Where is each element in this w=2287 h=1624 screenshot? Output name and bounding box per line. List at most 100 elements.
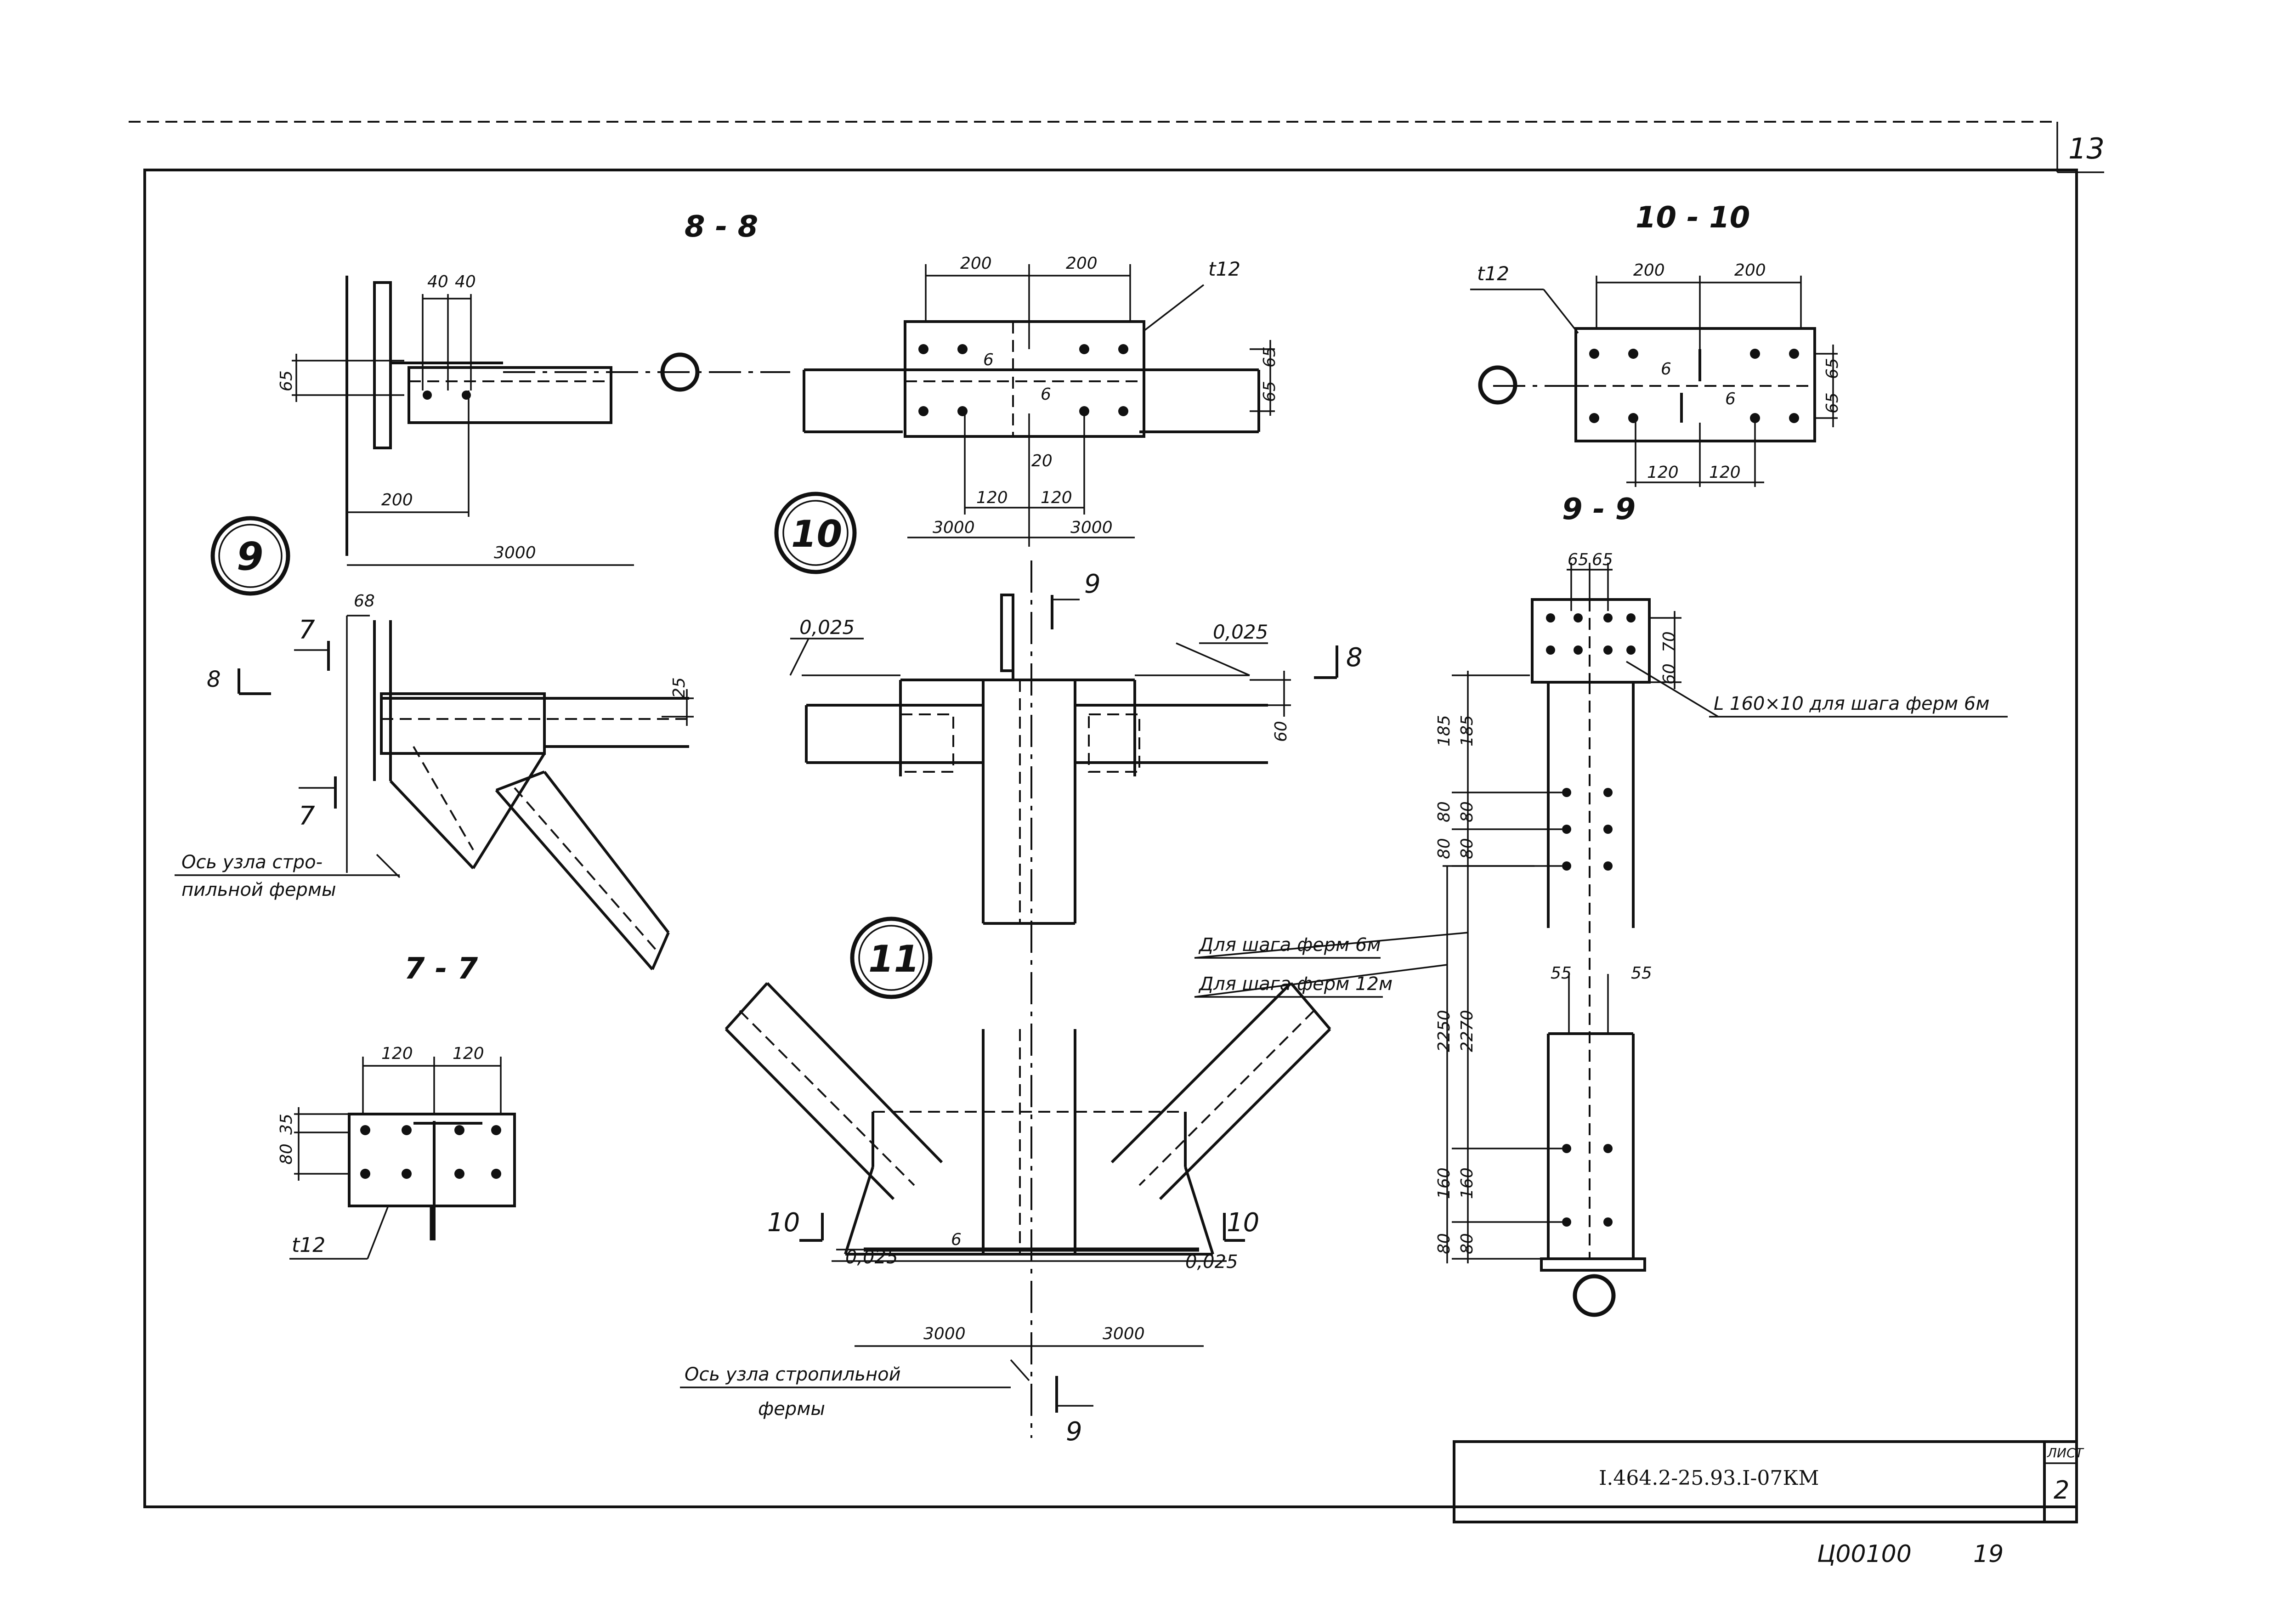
weld-6a: 6 [983, 351, 994, 369]
dim-200-a: 200 [960, 254, 992, 273]
dim-80-a: 80 [1435, 801, 1454, 822]
node-10-label: 10 [791, 513, 842, 555]
node-10-marker: 10 [774, 492, 857, 574]
dim-60: 60 [1272, 721, 1291, 742]
dim-68: 68 [354, 592, 375, 611]
plate-t12-label-b: t12 [1477, 262, 1509, 285]
title-block: I.464.2-25.93.I-07КМ ЛИСТ 2 Ц00100 19 [1453, 1440, 2084, 1568]
dim-80-b: 80 [1458, 801, 1477, 822]
dim-65-top-a: 65 [1568, 550, 1589, 569]
dim-40a: 40 [427, 272, 448, 291]
dim-200-c: 200 [1633, 261, 1665, 280]
weld-6e: 6 [951, 1230, 962, 1249]
section-titles: 8 - 8 10 - 10 9 - 9 7 - 7 [404, 201, 1750, 986]
dim-200-d: 200 [1734, 261, 1766, 280]
node-9-label: 9 [237, 534, 263, 579]
dim-25: 25 [670, 677, 689, 698]
section-mark-9b: 9 [1066, 1417, 1082, 1447]
dim-80-c: 80 [1435, 838, 1454, 859]
section-mark-7b: 7 [299, 801, 315, 831]
detail-8-8-right: 6 6 200 200 t12 65 65 120 120 20 3000 30… [803, 254, 1279, 547]
dim-160-a: 160 [1435, 1167, 1454, 1199]
dim-65-r2: 65 [1260, 381, 1279, 402]
dim-120-c: 120 [1647, 463, 1679, 482]
dim-80-d: 80 [1458, 838, 1477, 859]
dim-3000-left: 3000 [494, 543, 536, 562]
section-mark-9-top: 9 [1051, 569, 1101, 629]
section-mark-10-right: 10 [1223, 1208, 1259, 1242]
section-mark-10a: 10 [767, 1208, 800, 1238]
dim-70: 70 [1660, 631, 1679, 652]
archive-number: Ц00100 [1817, 1540, 1912, 1568]
dim-3000-d: 3000 [1103, 1324, 1145, 1343]
dim-80-e: 80 [1435, 1233, 1454, 1254]
page-number: 19 [1973, 1540, 2004, 1568]
detail-10-10: 6 6 200 200 t12 65 65 120 120 [1470, 261, 1842, 487]
weld-6b: 6 [1041, 385, 1051, 404]
dim-185-a: 185 [1435, 715, 1454, 747]
section-mark-7-top: 7 [294, 615, 330, 671]
dim-55-a: 55 [1551, 964, 1572, 983]
sheet-number: 2 [2054, 1476, 2069, 1505]
section-mark-9a: 9 [1084, 569, 1101, 599]
sheet-label: ЛИСТ [2047, 1445, 2084, 1460]
section-mark-8b: 8 [1346, 643, 1363, 673]
section-title-10-10: 10 - 10 [1636, 201, 1750, 235]
dim-185-b: 185 [1458, 715, 1477, 747]
dim-120-f: 120 [453, 1044, 484, 1063]
pitch-6m-label: Для шага ферм 6м [1198, 934, 1381, 956]
dim-65-r4: 65 [1823, 392, 1842, 413]
dim-200-left: 200 [381, 491, 413, 509]
detail-9-9: 65 65 70 60 L 160×10 для шага ферм 6м 55… [1194, 550, 2008, 1317]
slope-label-a: 0,025 [799, 616, 855, 639]
node-11-marker: 11 [850, 917, 933, 999]
truss-axis-label-c: Ось узла стропильной [685, 1364, 901, 1385]
weld-6d: 6 [1725, 390, 1736, 408]
dim-120-b: 120 [1041, 488, 1072, 507]
node-11-label: 11 [868, 938, 919, 980]
section-mark-8-left: 8 [207, 667, 271, 695]
slope-label-d: 0,025 [1185, 1251, 1238, 1273]
section-mark-9-bottom: 9 [1055, 1376, 1093, 1447]
dim-60-col: 60 [1660, 663, 1679, 685]
angle-note: L 160×10 для шага ферм 6м [1714, 693, 1990, 714]
dim-160-b: 160 [1458, 1167, 1477, 1199]
section-mark-7-bottom: 7 [299, 776, 337, 831]
dim-65-top-b: 65 [1592, 550, 1613, 569]
detail-7-7: 120 120 35 80 t12 [277, 1044, 516, 1260]
section-mark-10b: 10 [1227, 1208, 1259, 1238]
section-title-9-9: 9 - 9 [1562, 492, 1636, 526]
node-9-marker: 9 [210, 516, 290, 596]
truss-axis-label-d: фермы [758, 1398, 825, 1420]
dim-3000-a: 3000 [933, 518, 975, 537]
dim-120-e: 120 [381, 1044, 413, 1063]
document-code: I.464.2-25.93.I-07КМ [1599, 1466, 1819, 1490]
corner-number: 13 [2068, 132, 2105, 165]
dim-2270: 2270 [1458, 1010, 1477, 1052]
truss-axis-label-b: пильной фермы [181, 879, 336, 900]
node-markers: 9 10 11 [210, 492, 933, 999]
section-mark-8-right: 8 [1314, 643, 1363, 679]
section-mark-8a: 8 [207, 667, 221, 692]
slope-label-c: 0,025 [845, 1247, 898, 1268]
dim-3000-b: 3000 [1070, 518, 1113, 537]
dim-35: 35 [277, 1114, 296, 1135]
pitch-12m-label: Для шага ферм 12м [1198, 973, 1393, 995]
dim-200-b: 200 [1066, 254, 1098, 273]
dim-65-left: 65 [277, 370, 296, 391]
node-10-detail: 0,025 0,025 60 9 8 [789, 560, 1363, 1438]
dim-20: 20 [1031, 452, 1053, 470]
dim-120-d: 120 [1709, 463, 1741, 482]
dim-65-r3: 65 [1823, 358, 1842, 379]
truss-axis-label-a: Ось узла стро- [181, 852, 323, 873]
dim-120-a: 120 [976, 488, 1008, 507]
section-title-8-8: 8 - 8 [685, 210, 758, 244]
node-11-detail: 0,025 0,025 6 10 10 3000 3000 Ось узла с… [680, 982, 1331, 1447]
dim-40b: 40 [455, 272, 476, 291]
weld-6c: 6 [1661, 360, 1671, 379]
dim-80-f: 80 [1458, 1233, 1477, 1254]
detail-8-8-left: 40 40 65 200 3000 [277, 272, 634, 566]
section-mark-7a: 7 [299, 615, 315, 645]
